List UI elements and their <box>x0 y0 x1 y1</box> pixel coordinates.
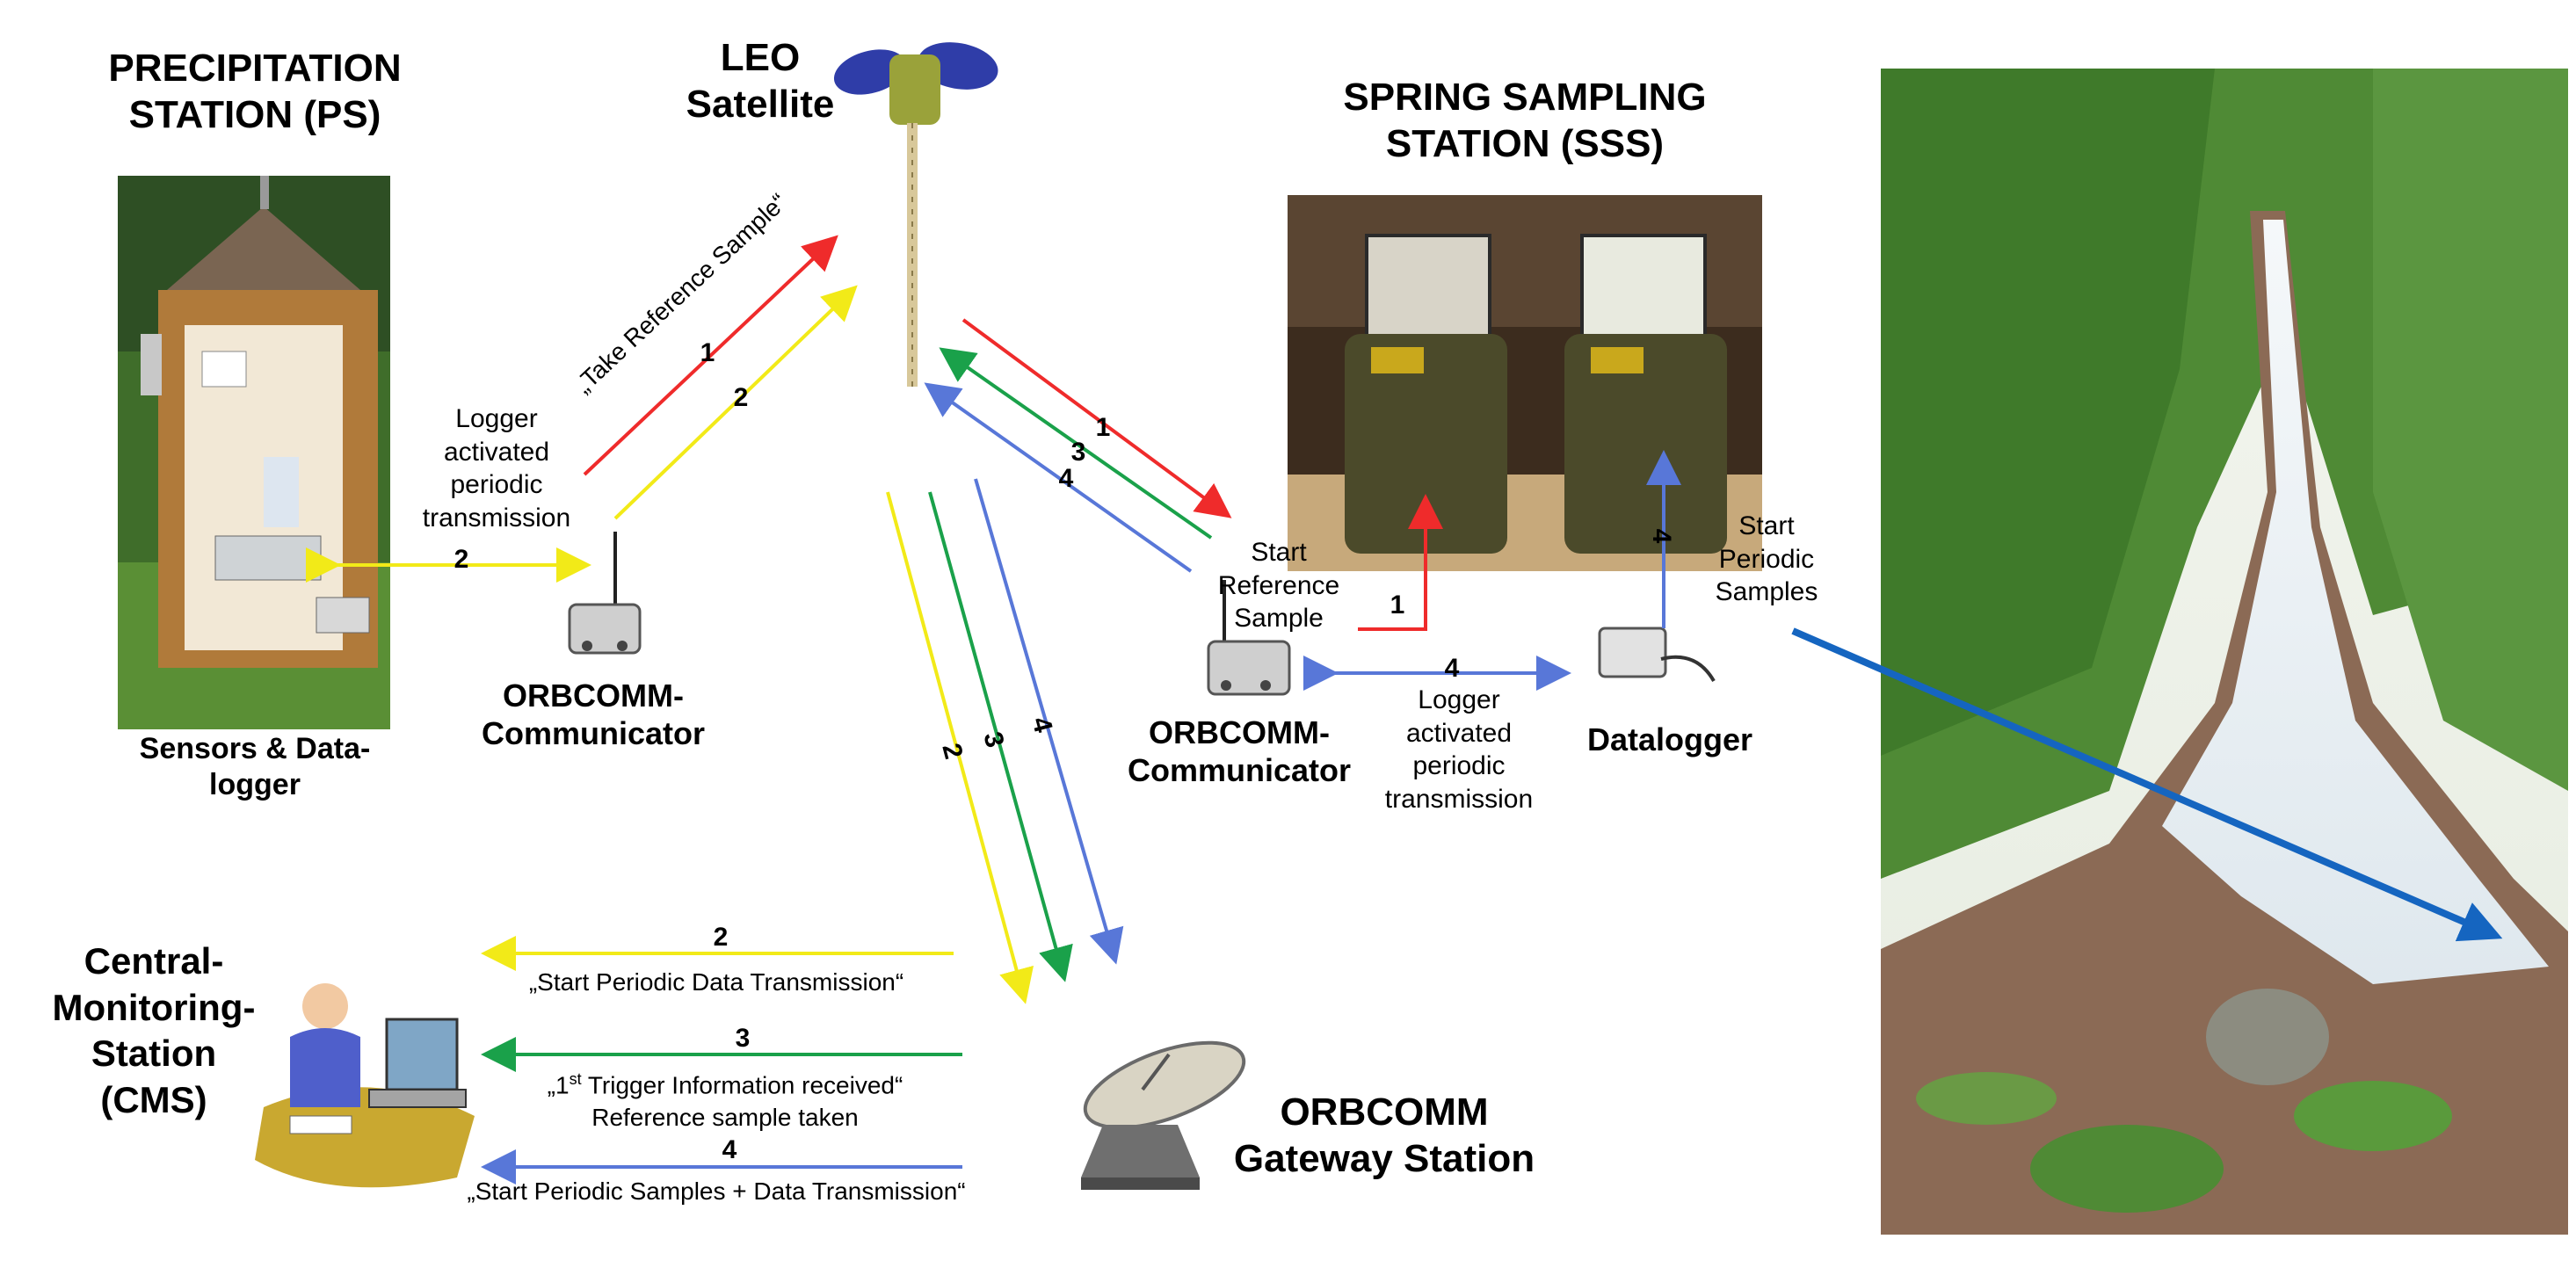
ps-logger-line: periodic <box>450 470 543 499</box>
ps-comm-line2: Communicator <box>481 715 706 752</box>
sss-link-number-blue: 4 <box>1058 464 1074 493</box>
waterfall-photo <box>1881 69 2568 1235</box>
arrow-down-blue <box>974 478 1124 965</box>
leo-line1: LEO <box>720 36 801 79</box>
start-periodic-line: Samples <box>1715 577 1818 606</box>
ps-logger-line: activated <box>443 437 550 467</box>
start-reference-sample-text: Start Reference Sample <box>1204 536 1353 635</box>
gateway-line1: ORBCOMM <box>1280 1090 1489 1134</box>
msg-3-text-pre: „1 <box>547 1071 570 1099</box>
cms-line: Central- <box>83 940 224 982</box>
arrow-down-yellow <box>886 491 1034 1004</box>
operator-computer-icon <box>255 983 475 1188</box>
arrow-sss-to-sat-blue <box>924 382 1193 573</box>
sss-blue-step-number: 4 <box>1647 528 1676 544</box>
start-periodic-line: Periodic <box>1718 544 1815 574</box>
leo-line2: Satellite <box>686 82 835 126</box>
start-ref-line: Reference <box>1217 570 1340 600</box>
sss-link-number-red: 1 <box>1095 413 1111 442</box>
sss-logger-line: periodic <box>1412 751 1506 780</box>
gateway-line2: Gateway Station <box>1233 1136 1535 1180</box>
arrow-down-green <box>928 491 1073 982</box>
leo-satellite-icon <box>833 42 998 387</box>
sss-communicator-device <box>1207 580 1291 696</box>
satellite-dish-icon <box>1081 1040 1246 1190</box>
precip-title-line1: PRECIPITATION <box>108 47 402 90</box>
ps-comm-line1: ORBCOMM- <box>503 677 684 714</box>
uplink-number-1: 1 <box>700 338 715 367</box>
sss-comm-link-number: 4 <box>1444 654 1460 683</box>
arrow-sat-to-sss-red <box>961 318 1232 518</box>
ps-logger-line: Logger <box>455 404 538 433</box>
ps-logger-text: Logger activated periodic transmission <box>395 402 598 534</box>
precipitation-station-photo <box>118 176 390 729</box>
start-ref-line: Sample <box>1234 604 1324 633</box>
datalogger-label: Datalogger <box>1586 721 1753 757</box>
ps-communicator-label: ORBCOMM- Communicator <box>448 677 738 752</box>
sss-title-line2: STATION (SSS) <box>1385 121 1665 165</box>
precip-caption-line2: logger <box>209 767 301 801</box>
leo-satellite-label: LEO Satellite <box>655 35 866 128</box>
sss-comm-line1: ORBCOMM- <box>1149 714 1330 750</box>
start-periodic-line: Start <box>1738 511 1795 540</box>
sss-title-line1: SPRING SAMPLING <box>1343 76 1707 119</box>
precip-caption-line1: Sensors & Data- <box>139 732 371 765</box>
cms-label: Central- Monitoring- Station (CMS) <box>35 938 272 1123</box>
sss-red-step-number: 1 <box>1390 591 1405 620</box>
precip-title-line2: STATION (PS) <box>128 92 381 136</box>
arrow-uplink-red <box>583 235 838 476</box>
msg-2-text: „Start Periodic Data Transmission“ <box>528 968 904 996</box>
msg-4-number: 4 <box>722 1135 737 1164</box>
precipitation-station-title: PRECIPITATION STATION (PS) <box>70 46 439 139</box>
sss-comm-line2: Communicator <box>1127 752 1352 789</box>
start-periodic-samples-text: Start Periodic Samples <box>1696 510 1837 609</box>
sss-logger-line: activated <box>1405 718 1513 748</box>
msg-3-text-post: Trigger Information received“ <box>581 1071 903 1099</box>
arrow-to-waterfall <box>1791 627 2503 942</box>
msg-3-text-line2: Reference sample taken <box>591 1104 859 1131</box>
cms-line: Monitoring- <box>52 986 256 1028</box>
sss-logger-line: Logger <box>1418 685 1500 714</box>
msg-2-number: 2 <box>713 923 729 952</box>
ps-communicator-device <box>568 532 642 655</box>
arrow-sss-red-step <box>1358 494 1443 631</box>
datalogger-device <box>1598 627 1716 683</box>
cms-line: Station <box>91 1033 217 1074</box>
cms-line: (CMS) <box>100 1078 207 1120</box>
ps-logger-line: transmission <box>422 503 571 533</box>
sss-logger-line: transmission <box>1384 784 1534 814</box>
sss-title: SPRING SAMPLING STATION (SSS) <box>1266 75 1784 168</box>
msg-3-text-sup: st <box>569 1070 582 1088</box>
msg-3-number: 3 <box>735 1024 751 1053</box>
msg-4-text: „Start Periodic Samples + Data Transmiss… <box>467 1177 966 1205</box>
gateway-label: ORBCOMM Gateway Station <box>1213 1090 1556 1183</box>
uplink-number-2: 2 <box>733 383 749 412</box>
sss-logger-text: Logger activated periodic transmission <box>1358 684 1560 815</box>
precip-caption: Sensors & Data- logger <box>97 731 413 803</box>
arrow-sss-to-sat-green <box>939 347 1213 540</box>
sss-communicator-label: ORBCOMM- Communicator <box>1094 714 1384 789</box>
ps-link-number: 2 <box>454 545 469 574</box>
arrow-uplink-yellow <box>613 285 858 520</box>
spring-sampling-station-photo <box>1288 195 1762 571</box>
msg-3-text: „1st Trigger Information received“ <box>488 1070 962 1099</box>
sss-link-number-green: 3 <box>1070 438 1086 467</box>
start-ref-line: Start <box>1251 538 1307 567</box>
